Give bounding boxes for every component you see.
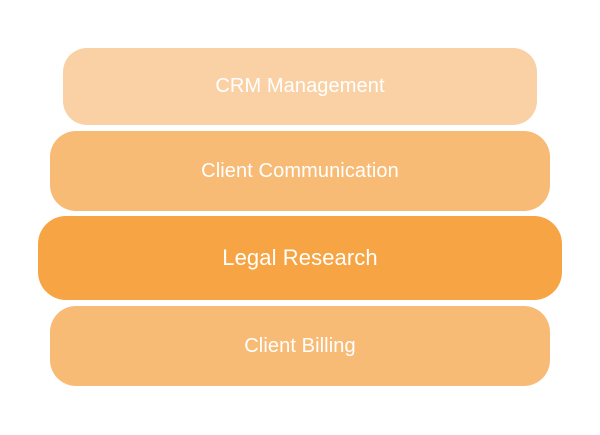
layer-label: Legal Research [222, 245, 378, 270]
layer-legal-research: Legal Research [38, 216, 562, 300]
layer-label: Client Billing [244, 334, 356, 357]
layer-crm-management: CRM Management [63, 48, 537, 125]
layer-client-billing: Client Billing [50, 306, 550, 386]
layer-client-communication: Client Communication [50, 131, 550, 211]
layer-label: CRM Management [215, 75, 385, 97]
layer-label: Client Communication [201, 159, 399, 182]
